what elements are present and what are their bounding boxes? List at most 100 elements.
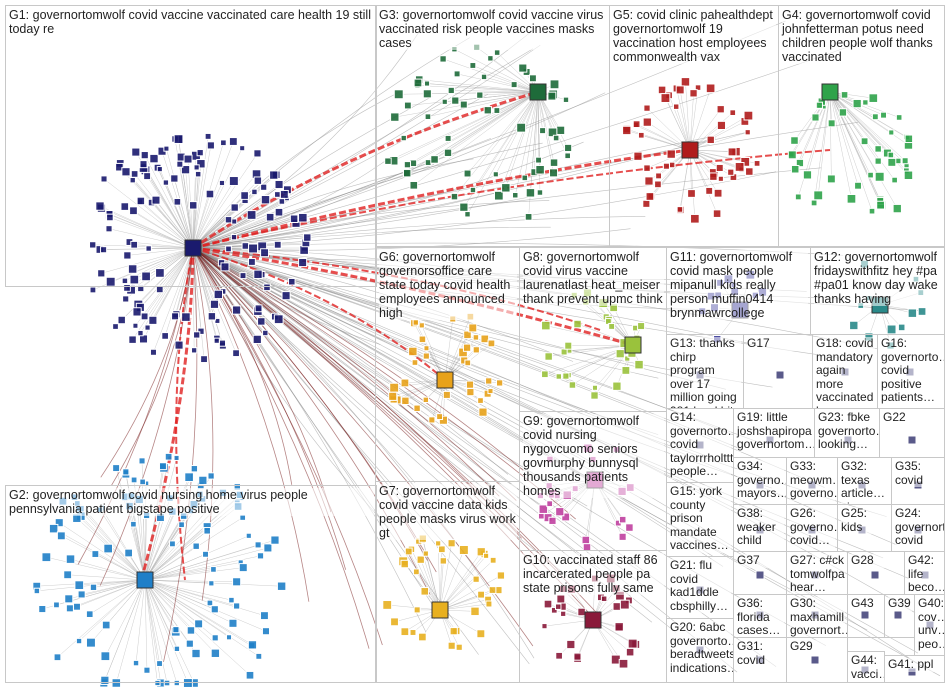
node bbox=[122, 468, 130, 476]
node bbox=[554, 603, 562, 610]
node bbox=[260, 611, 269, 621]
node bbox=[493, 107, 501, 114]
node bbox=[827, 119, 836, 128]
node bbox=[214, 317, 221, 324]
node bbox=[281, 291, 291, 301]
node bbox=[230, 234, 238, 241]
edge bbox=[78, 579, 146, 642]
group-panel-g14: G14: governorto… covid taylorrrholttt pe… bbox=[666, 408, 734, 483]
node bbox=[218, 179, 226, 187]
edge bbox=[192, 247, 574, 288]
group-label-g31: G31: covid bbox=[737, 639, 784, 667]
edge bbox=[411, 549, 441, 611]
node bbox=[218, 339, 227, 347]
node bbox=[262, 329, 269, 337]
node bbox=[496, 571, 506, 580]
node bbox=[65, 604, 74, 613]
node bbox=[608, 323, 616, 330]
edge bbox=[467, 91, 539, 174]
edge bbox=[133, 524, 146, 581]
node bbox=[139, 160, 148, 169]
node bbox=[891, 176, 898, 184]
edge bbox=[99, 247, 194, 586]
node bbox=[632, 120, 641, 129]
edge bbox=[829, 91, 859, 186]
edge bbox=[127, 247, 194, 256]
node bbox=[220, 262, 230, 272]
edge bbox=[421, 325, 446, 381]
node bbox=[400, 559, 409, 569]
group-label-g11: G11: governortomwolf covid mask people m… bbox=[670, 250, 808, 320]
edge bbox=[67, 574, 146, 581]
node bbox=[178, 521, 185, 529]
group-panel-g13: G13: thanks chirp program over 17 millio… bbox=[666, 334, 744, 409]
edge bbox=[676, 88, 691, 151]
node bbox=[413, 606, 421, 614]
edge bbox=[192, 182, 223, 249]
node bbox=[893, 610, 903, 620]
edge bbox=[495, 91, 539, 175]
node bbox=[127, 264, 138, 274]
group-panel-g26: G26: governo… covid… bbox=[786, 504, 838, 552]
node bbox=[145, 245, 152, 252]
node bbox=[100, 651, 111, 662]
node bbox=[573, 319, 582, 329]
group-label-g24: G24: governorto… covid bbox=[895, 506, 944, 548]
group-panel-g41: G41: ppl bbox=[884, 655, 945, 683]
node bbox=[477, 590, 486, 599]
node bbox=[129, 206, 138, 216]
edge bbox=[626, 130, 691, 151]
edge bbox=[443, 58, 539, 93]
edge bbox=[689, 121, 745, 151]
edge bbox=[413, 91, 539, 164]
node bbox=[438, 415, 448, 425]
node bbox=[422, 89, 432, 99]
group-panel-g28: G28 bbox=[847, 551, 905, 595]
edge bbox=[144, 579, 232, 601]
node bbox=[666, 149, 676, 159]
edge bbox=[829, 91, 881, 206]
node bbox=[734, 162, 745, 172]
edge bbox=[689, 149, 718, 214]
node bbox=[149, 348, 157, 356]
node bbox=[156, 660, 163, 667]
node bbox=[826, 174, 836, 184]
node bbox=[279, 189, 289, 199]
edge bbox=[689, 93, 694, 151]
node bbox=[539, 127, 547, 135]
node bbox=[193, 164, 200, 171]
node bbox=[192, 542, 200, 550]
node bbox=[207, 312, 217, 321]
group-label-g20: G20: 6abc governorto… beradtweets indica… bbox=[670, 620, 734, 675]
edge bbox=[144, 579, 212, 584]
group-panel-g5: G5: covid clinic pahealthdept governorto… bbox=[609, 5, 779, 247]
node bbox=[560, 348, 568, 356]
edge bbox=[192, 247, 601, 570]
edge bbox=[813, 91, 831, 203]
node bbox=[555, 651, 563, 660]
node bbox=[880, 111, 888, 119]
group-panel-g19: G19: little joshshapiropa governortom… bbox=[733, 408, 815, 458]
node bbox=[131, 147, 141, 157]
node bbox=[468, 323, 478, 333]
node bbox=[231, 305, 242, 315]
node bbox=[161, 332, 169, 340]
node bbox=[662, 162, 670, 170]
node bbox=[238, 563, 248, 573]
node bbox=[139, 478, 146, 486]
edge bbox=[110, 247, 194, 282]
node bbox=[645, 192, 655, 201]
node bbox=[232, 349, 240, 358]
group-label-g8: G8: governortomwolf covid virus vaccine … bbox=[523, 250, 664, 306]
node bbox=[794, 193, 802, 201]
node bbox=[158, 462, 167, 471]
node bbox=[676, 206, 684, 213]
edge bbox=[144, 511, 173, 581]
group-panel-g34: G34: governo… mayors… bbox=[733, 457, 787, 505]
node bbox=[815, 101, 823, 109]
edge bbox=[457, 73, 539, 93]
node bbox=[541, 623, 548, 630]
edge bbox=[100, 247, 194, 478]
node bbox=[591, 384, 599, 391]
group-label-g25: G25: kids bbox=[841, 506, 889, 534]
